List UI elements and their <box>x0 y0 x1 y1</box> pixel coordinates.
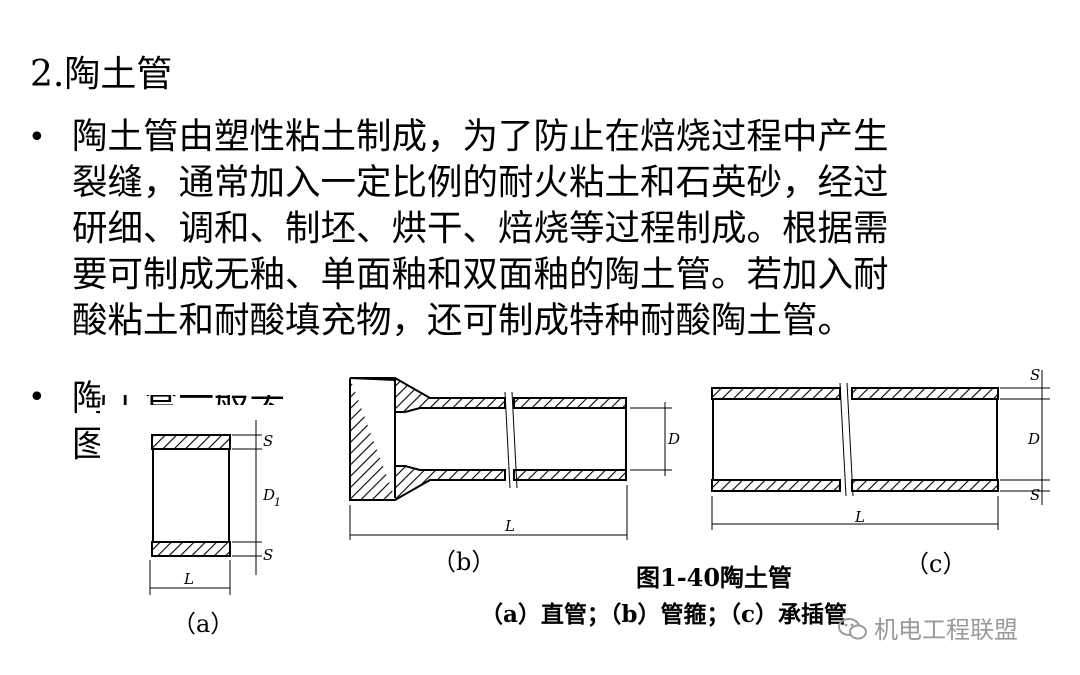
watermark: 机电工程联盟 <box>838 610 1018 645</box>
paragraph-line: 裂缝，通常加入一定比例的耐火粘土和石英砂，经过 <box>72 162 889 203</box>
wechat-icon <box>838 618 867 640</box>
collar-pipe-drawing <box>349 377 672 540</box>
figure-caption: 图1-40陶土管 <box>636 563 792 592</box>
paragraph-line: 要可制成无釉、单面釉和双面釉的陶土管。若加入耐 <box>72 254 889 295</box>
figure-panel-a <box>100 375 350 395</box>
section-heading: 2.陶土管 <box>30 54 173 95</box>
dim-d1-sub: 1 <box>274 496 281 509</box>
watermark-text: 机电工程联盟 <box>874 616 1018 644</box>
dim-s-label: S <box>263 432 273 450</box>
dim-d1-label: D <box>262 486 275 504</box>
label-a: （a） <box>172 610 234 638</box>
straight-pipe-drawing <box>149 420 262 595</box>
dim-s-label: S <box>263 546 273 564</box>
paragraph-line: 陶土管由塑性粘土制成，为了防止在焙烧过程中产生 <box>72 116 889 157</box>
label-c: （c） <box>905 550 966 578</box>
dim-l-label: L <box>183 570 194 588</box>
dim-l-label: L <box>504 517 515 535</box>
dim-s-label: S <box>1030 366 1040 384</box>
bullet-marker: • <box>28 120 46 155</box>
dim-l-label: L <box>854 508 865 526</box>
dim-d-label: D <box>667 430 680 448</box>
label-b: （b） <box>432 548 495 576</box>
figure-legend: （a）直管；（b）管箍；（c）承插管 <box>480 601 847 628</box>
bullet-marker: • <box>28 380 46 415</box>
socket-pipe-drawing <box>711 370 1050 530</box>
figure-panel-c <box>0 470 350 675</box>
dim-s-label: S <box>1030 486 1040 504</box>
figure-panel <box>318 370 1080 675</box>
dim-d-label: D <box>1027 430 1040 448</box>
paragraph-description: 陶土管由塑性粘土制成，为了防止在焙烧过程中产生 裂缝，通常加入一定比例的耐火粘土… <box>72 114 1052 344</box>
paragraph-line: 酸粘土和耐酸填充物，还可制成特种耐酸陶土管。 <box>72 300 854 341</box>
paragraph-line: 研细、调和、制坯、烘干、焙烧等过程制成。根据需 <box>72 208 889 249</box>
